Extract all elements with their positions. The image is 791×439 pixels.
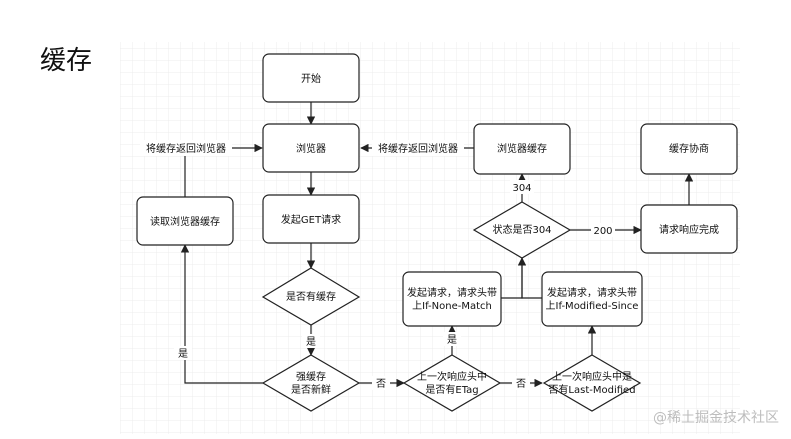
node-req-none-match-line1: 发起请求，请求头带	[407, 286, 497, 299]
node-req-modified-since-line1: 发起请求，请求头带	[547, 286, 637, 299]
label-return-right: 将缓存返回浏览器	[378, 142, 458, 155]
node-etag-check: 上一次响应头中 是否有ETag	[402, 354, 502, 412]
node-browser-cache-label: 浏览器缓存	[497, 142, 547, 155]
node-start: 开始	[262, 53, 360, 103]
node-req-none-match-line2: 上If-None-Match	[412, 300, 492, 312]
node-read-cache-label: 读取浏览器缓存	[150, 215, 220, 228]
node-response-complete-label: 请求响应完成	[659, 223, 719, 236]
node-lastmod-check-line2: 否有Last-Modified	[548, 383, 635, 396]
node-etag-check-line2: 是否有ETag	[425, 383, 478, 396]
watermark: @稀土掘金技术社区	[653, 410, 779, 426]
node-strong-cache-line2: 是否新鲜	[291, 383, 331, 396]
label-yes-etag: 是	[447, 334, 457, 346]
node-read-cache: 读取浏览器缓存	[136, 196, 234, 246]
label-304: 304	[512, 183, 531, 194]
nodes: 开始 浏览器 读取浏览器缓存 发起GET请求 是否有缓存 强缓存 是否新鲜 上一…	[136, 53, 738, 412]
label-yes-hascache: 是	[306, 336, 316, 348]
node-cache-negotiation-label: 缓存协商	[669, 142, 709, 155]
node-browser-cache: 浏览器缓存	[473, 123, 571, 175]
node-has-cache: 是否有缓存	[261, 267, 361, 326]
node-has-cache-label: 是否有缓存	[286, 290, 336, 303]
node-status-304-label: 状态是否304	[492, 223, 551, 236]
node-get-request-label: 发起GET请求	[281, 213, 341, 226]
node-status-304: 状态是否304	[472, 201, 572, 259]
node-browser: 浏览器	[262, 123, 360, 173]
label-no-fresh: 否	[376, 378, 386, 390]
node-strong-cache: 强缓存 是否新鲜	[261, 354, 361, 412]
node-response-complete: 请求响应完成	[640, 204, 738, 254]
node-start-label: 开始	[301, 72, 321, 85]
label-no-etag: 否	[516, 378, 526, 390]
label-return-left: 将缓存返回浏览器	[146, 142, 226, 155]
edge-strong-readcache	[180, 244, 263, 384]
label-yes-fresh: 是	[178, 348, 188, 360]
edge-modsince-status	[517, 257, 542, 299]
node-req-none-match: 发起请求，请求头带 上If-None-Match	[402, 271, 502, 327]
page-title: 缓存	[40, 46, 93, 76]
node-get-request: 发起GET请求	[262, 194, 360, 244]
node-strong-cache-line1: 强缓存	[296, 370, 326, 383]
node-browser-label: 浏览器	[296, 142, 326, 155]
node-req-modified-since-line2: 上If-Modified-Since	[546, 300, 639, 312]
node-lastmod-check-line1: 上一次响应头中是	[552, 370, 632, 383]
edge-labels: 将缓存返回浏览器 将缓存返回浏览器 是 是 否 是 否 304 200	[140, 140, 615, 390]
node-req-modified-since: 发起请求，请求头带 上If-Modified-Since	[541, 271, 643, 327]
label-200: 200	[593, 226, 612, 237]
node-cache-negotiation: 缓存协商	[640, 123, 738, 175]
node-etag-check-line1: 上一次响应头中	[417, 370, 487, 383]
node-lastmod-check: 上一次响应头中是 否有Last-Modified	[542, 354, 642, 412]
